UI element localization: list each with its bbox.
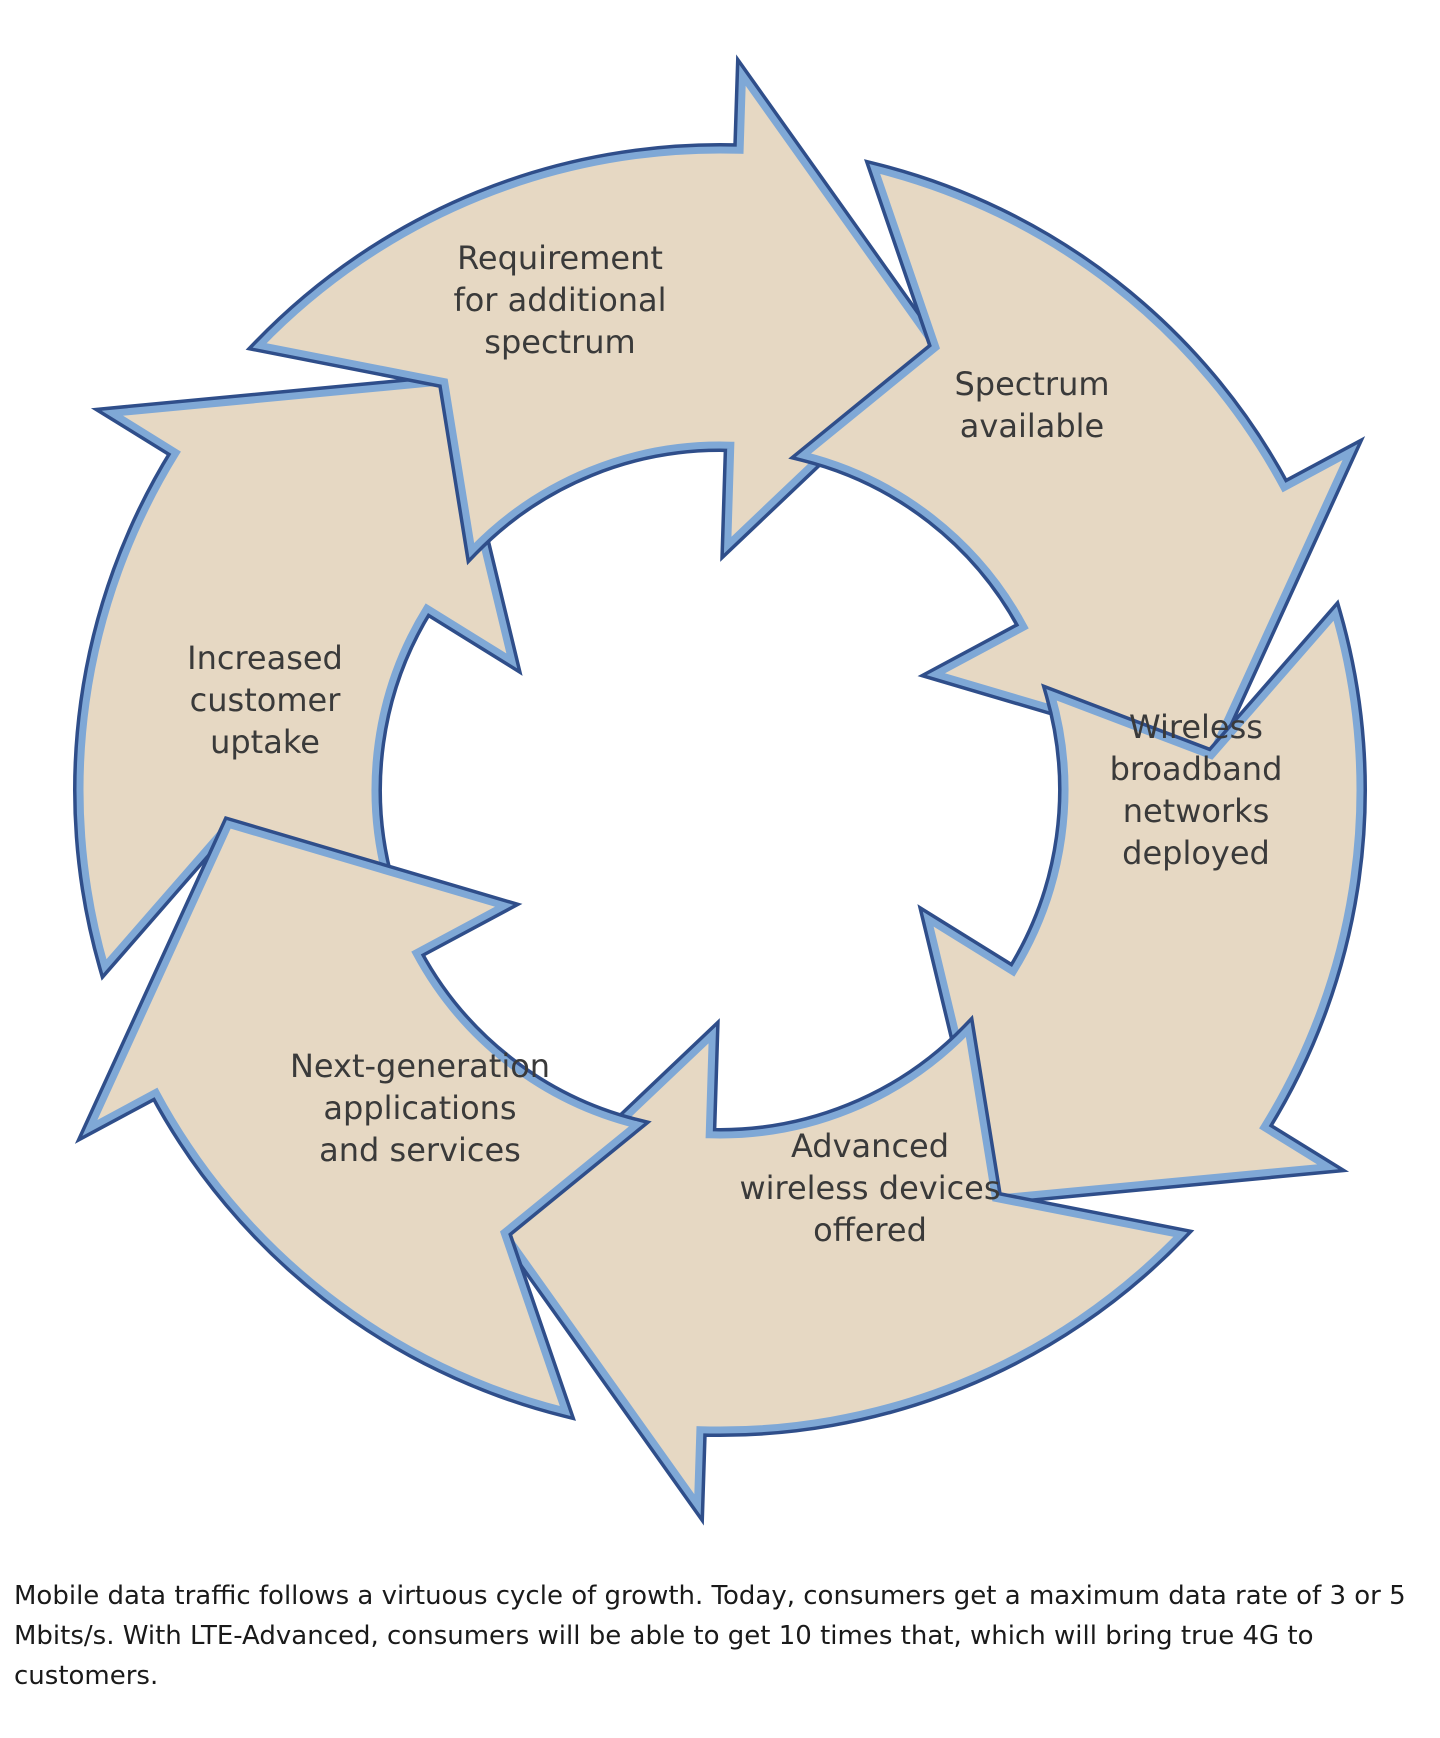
cycle-label-devices: Advanced wireless devices offered xyxy=(739,1127,1000,1249)
cycle-label-networks: Wireless broadband networks deployed xyxy=(1110,708,1283,872)
cycle-label-line: Spectrum xyxy=(954,365,1109,403)
cycle-arrow-applications xyxy=(494,1014,1195,1526)
cycle-label-spectrum: Spectrum available xyxy=(954,365,1109,445)
arrow-inner-outline xyxy=(82,820,645,1416)
cycle-label-applications: Next-generation applications and services xyxy=(290,1047,550,1169)
cycle-arrow-requirement xyxy=(73,374,523,981)
cycle-arrow-spectrum xyxy=(245,54,946,566)
cycle-label-line: networks xyxy=(1123,792,1270,830)
cycle-arrow-customers xyxy=(74,815,652,1421)
arrow-inner-outline xyxy=(499,1022,1188,1516)
cycle-arrow-networks xyxy=(788,159,1366,765)
arrow-inner-outline xyxy=(795,164,1358,760)
cycle-label-line: Requirement xyxy=(457,239,663,277)
cycle-label-line: deployed xyxy=(1122,834,1270,872)
cycle-label-line: for additional xyxy=(453,281,666,319)
cycle-label-line: uptake xyxy=(210,723,320,761)
cycle-label-line: available xyxy=(960,407,1104,445)
cycle-label-customers: Increased customer uptake xyxy=(187,639,343,761)
arrow-inner-outline xyxy=(252,64,941,558)
cycle-label-line: and services xyxy=(319,1131,521,1169)
growth-cycle-diagram: Requirement for additional spectrumSpectru… xyxy=(73,54,1367,1526)
arrow-inner-outline xyxy=(922,606,1364,1203)
cycle-label-requirement: Requirement for additional spectrum xyxy=(453,239,666,361)
cycle-label-line: customer xyxy=(190,681,342,719)
cycle-label-line: Next-generation xyxy=(290,1047,550,1085)
arrow-inner-outline xyxy=(76,377,518,974)
cycle-label-line: applications xyxy=(323,1089,516,1127)
cycle-label-line: wireless devices xyxy=(739,1169,1000,1207)
cycle-label-line: offered xyxy=(813,1211,927,1249)
cycle-labels: Requirement for additional spectrumSpectru… xyxy=(187,239,1282,1249)
cycle-arrow-devices xyxy=(917,599,1367,1206)
cycle-label-line: Wireless xyxy=(1129,708,1263,746)
cycle-label-line: spectrum xyxy=(484,323,635,361)
cycle-label-line: Increased xyxy=(187,639,343,677)
cycle-arrows xyxy=(73,54,1367,1526)
cycle-label-line: Advanced xyxy=(791,1127,949,1165)
figure-caption: Mobile data traffic follows a virtuous c… xyxy=(14,1581,1406,1691)
cycle-label-line: broadband xyxy=(1110,750,1283,788)
